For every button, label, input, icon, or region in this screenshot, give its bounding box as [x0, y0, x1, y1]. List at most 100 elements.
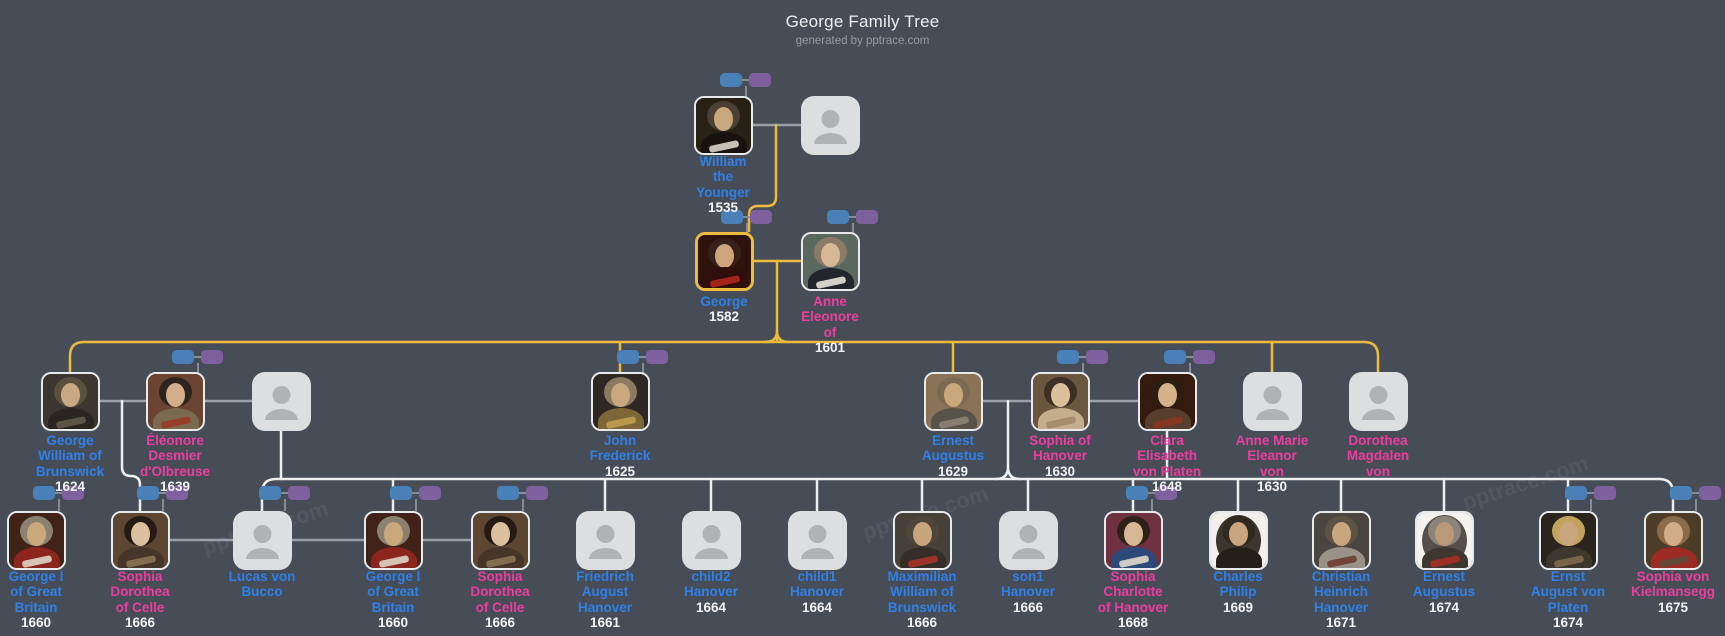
add-relative-buttons	[1057, 350, 1108, 375]
add-male-relative-button[interactable]	[827, 210, 849, 224]
person-node-maximilian-william[interactable]	[893, 511, 952, 570]
add-relative-buttons	[497, 486, 548, 511]
person-node-sophia-dorothea-a[interactable]	[111, 511, 170, 570]
portrait-maximilian-william	[895, 513, 950, 568]
add-relative-buttons	[259, 486, 310, 511]
page-subtitle: generated by pptrace.com	[795, 35, 930, 47]
person-node-george-i-b[interactable]	[364, 511, 423, 570]
add-female-relative-button[interactable]	[1086, 350, 1108, 364]
add-female-relative-button[interactable]	[1594, 486, 1616, 500]
portrait-john-frederick	[593, 374, 648, 429]
page-title: George Family Tree	[785, 12, 940, 31]
person-node-anne-marie-eleanor[interactable]	[1243, 372, 1302, 431]
add-male-relative-button[interactable]	[1565, 486, 1587, 500]
add-female-relative-button[interactable]	[750, 210, 772, 224]
add-male-relative-button[interactable]	[1057, 350, 1079, 364]
add-female-relative-button[interactable]	[1699, 486, 1721, 500]
add-male-relative-button[interactable]	[617, 350, 639, 364]
add-relative-buttons	[827, 210, 878, 235]
add-male-relative-button[interactable]	[1126, 486, 1148, 500]
portrait-sophia-dorothea	[113, 513, 168, 568]
person-node-son1[interactable]	[999, 511, 1058, 570]
portrait-george-i	[366, 513, 421, 568]
person-placeholder-icon	[246, 525, 279, 559]
add-male-relative-button[interactable]	[390, 486, 412, 500]
person-node-sophia-charlotte[interactable]	[1104, 511, 1163, 570]
add-relative-buttons	[720, 73, 771, 98]
add-female-relative-button[interactable]	[1155, 486, 1177, 500]
person-placeholder-icon	[589, 525, 622, 559]
person-node-sophia-von-kielmansegg[interactable]	[1644, 511, 1703, 570]
person-node-john-frederick[interactable]	[591, 372, 650, 431]
portrait-william-the-younger	[696, 98, 751, 153]
portrait-charles-philip	[1211, 513, 1266, 568]
add-male-relative-button[interactable]	[33, 486, 55, 500]
person-node-eleonore-desmier[interactable]	[146, 372, 205, 431]
person-node-sophia-dorothea-b[interactable]	[471, 511, 530, 570]
add-female-relative-button[interactable]	[526, 486, 548, 500]
person-node-clara-elisabeth[interactable]	[1138, 372, 1197, 431]
add-relative-buttons	[33, 486, 84, 511]
portrait-ernest-augustus-jr	[1417, 513, 1472, 568]
person-placeholder-icon	[814, 110, 847, 144]
portrait-george-william	[43, 374, 98, 429]
person-node-sophia-of-hanover[interactable]	[1031, 372, 1090, 431]
person-node-george-william[interactable]	[41, 372, 100, 431]
add-male-relative-button[interactable]	[497, 486, 519, 500]
person-node-george-selected[interactable]	[695, 232, 754, 291]
person-node-ernest-augustus[interactable]	[924, 372, 983, 431]
add-female-relative-button[interactable]	[749, 73, 771, 87]
add-relative-buttons	[1670, 486, 1721, 511]
add-male-relative-button[interactable]	[1670, 486, 1692, 500]
person-node-unknown-spouse-2[interactable]	[252, 372, 311, 431]
add-relative-buttons	[1126, 486, 1177, 511]
add-female-relative-button[interactable]	[856, 210, 878, 224]
add-female-relative-button[interactable]	[646, 350, 668, 364]
portrait-sophia-charlotte	[1106, 513, 1161, 568]
add-male-relative-button[interactable]	[721, 210, 743, 224]
person-node-ernest-augustus-jr[interactable]	[1415, 511, 1474, 570]
portrait-clara-elisabeth	[1140, 374, 1195, 429]
person-node-child1[interactable]	[788, 511, 847, 570]
add-female-relative-button[interactable]	[1193, 350, 1215, 364]
person-placeholder-icon	[1256, 386, 1289, 420]
add-male-relative-button[interactable]	[1164, 350, 1186, 364]
person-node-lucas-von-bucco[interactable]	[233, 511, 292, 570]
person-placeholder-icon	[801, 525, 834, 559]
person-node-anne-eleonore[interactable]	[801, 232, 860, 291]
person-node-child2[interactable]	[682, 511, 741, 570]
add-relative-buttons	[172, 350, 223, 375]
person-node-unknown-spouse-1[interactable]	[801, 96, 860, 155]
person-placeholder-icon	[265, 386, 298, 420]
add-female-relative-button[interactable]	[201, 350, 223, 364]
add-male-relative-button[interactable]	[172, 350, 194, 364]
person-node-george-i-a[interactable]	[7, 511, 66, 570]
person-node-christian-heinrich[interactable]	[1312, 511, 1371, 570]
person-node-friedrich-august[interactable]	[576, 511, 635, 570]
portrait-sophia-von-kielmansegg	[1646, 513, 1701, 568]
portrait-george-i	[9, 513, 64, 568]
add-female-relative-button[interactable]	[166, 486, 188, 500]
add-male-relative-button[interactable]	[720, 73, 742, 87]
portrait-anne-eleonore	[803, 234, 858, 289]
person-placeholder-icon	[1362, 386, 1395, 420]
add-male-relative-button[interactable]	[259, 486, 281, 500]
person-node-william-the-younger[interactable]	[694, 96, 753, 155]
add-female-relative-button[interactable]	[62, 486, 84, 500]
person-node-ernst-august-von-platen[interactable]	[1539, 511, 1598, 570]
portrait-christian-heinrich	[1314, 513, 1369, 568]
add-relative-buttons	[1565, 486, 1616, 511]
person-node-dorothea-magdalen[interactable]	[1349, 372, 1408, 431]
add-female-relative-button[interactable]	[288, 486, 310, 500]
add-relative-buttons	[617, 350, 668, 375]
person-placeholder-icon	[695, 525, 728, 559]
portrait-ernest-augustus	[926, 374, 981, 429]
portrait-ernst-august-von-platen	[1541, 513, 1596, 568]
person-node-charles-philip[interactable]	[1209, 511, 1268, 570]
portrait-sophia-dorothea	[473, 513, 528, 568]
add-female-relative-button[interactable]	[419, 486, 441, 500]
portrait-eleonore-desmier	[148, 374, 203, 429]
add-male-relative-button[interactable]	[137, 486, 159, 500]
add-relative-buttons	[137, 486, 188, 511]
